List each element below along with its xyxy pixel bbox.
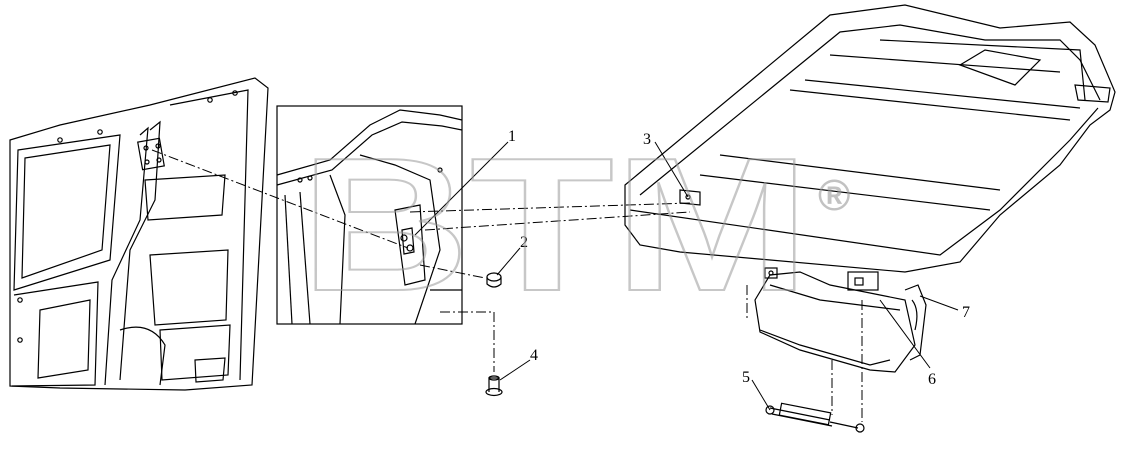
callout-6: 6 — [928, 371, 936, 388]
cab-roof-assembly — [624, 4, 1116, 291]
watermark-logo: BTM — [300, 119, 810, 331]
callout-7: 7 — [962, 304, 970, 321]
callout-5: 5 — [742, 369, 750, 386]
detail-view-box — [276, 105, 463, 325]
watermark-registered-mark: ® — [818, 171, 850, 220]
callout-1: 1 — [508, 128, 516, 145]
cab-rear-panel — [9, 77, 269, 391]
leader-lines — [414, 141, 959, 411]
bolt-part-2 — [486, 272, 502, 288]
bolt-part-4 — [485, 375, 503, 397]
gas-strut — [765, 402, 865, 433]
callout-2: 2 — [520, 234, 528, 251]
storage-box — [754, 267, 927, 373]
callout-3: 3 — [643, 131, 651, 148]
assembly-lines — [151, 149, 863, 422]
callout-4: 4 — [530, 347, 538, 364]
